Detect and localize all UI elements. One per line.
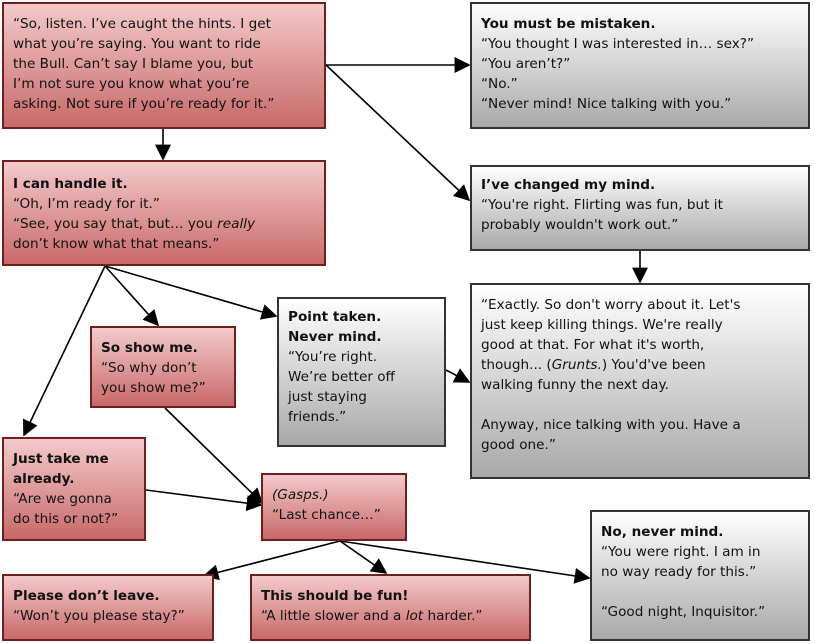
node-title: (Gasps.) xyxy=(272,487,329,503)
arrow-pointtaken-to-exactly xyxy=(445,368,471,383)
node-title: already. xyxy=(13,471,75,487)
node-title: So show me. xyxy=(101,340,198,356)
node-title: You must be mistaken. xyxy=(481,16,656,32)
text-line: do this or not?” xyxy=(13,511,119,527)
node-showme: So show me. “So why don’t you show me?” xyxy=(90,326,236,408)
node-dontleave: Please don’t leave. “Won’t you please st… xyxy=(2,574,214,641)
arrow-handle-to-showme xyxy=(104,265,160,327)
node-takeme: Just take me already. “Are we gonna do t… xyxy=(2,437,146,541)
text-line: good one.” xyxy=(481,437,556,453)
text-line: “Oh, I’m ready for it.” xyxy=(13,196,160,212)
text-emphasis: lot xyxy=(405,608,424,624)
text-part: though... ( xyxy=(481,357,552,373)
text-part: ) You'd've been xyxy=(601,357,706,373)
arrow-gasps-to-fun xyxy=(339,540,388,574)
text-line: “You thought I was interested in… sex?” xyxy=(481,36,755,52)
node-title: Point taken. xyxy=(288,309,382,325)
text-emphasis: really xyxy=(217,216,256,232)
text-line: don’t know what that means.” xyxy=(13,236,220,252)
node-gasps: (Gasps.) “Last chance…” xyxy=(261,473,407,541)
text-line: “Good night, Inquisitor.” xyxy=(601,604,766,620)
spacer xyxy=(481,395,799,415)
text-line: walking funny the next day. xyxy=(481,377,669,393)
node-title: I can handle it. xyxy=(13,176,128,192)
text-line: no way ready for this.” xyxy=(601,564,757,580)
text-line: “Exactly. So don't worry about it. Let's xyxy=(481,297,741,313)
text-line: just staying xyxy=(288,389,367,405)
spacer xyxy=(601,582,799,602)
text-line: “You were right. I am in xyxy=(601,544,761,560)
text-line: good at that. For what it's worth, xyxy=(481,337,705,353)
arrow-start-to-changed xyxy=(325,64,471,202)
text-line: “Never mind! Nice talking with you.” xyxy=(481,96,732,112)
text-part: “See, you say that, but… you xyxy=(13,216,218,232)
text-line: “So, listen. I’ve caught the hints. I ge… xyxy=(13,16,271,32)
text-line: friends.” xyxy=(288,409,347,425)
text-line: “Last chance…” xyxy=(272,507,381,523)
arrow-showme-to-gasps xyxy=(164,407,264,505)
text-line: probably wouldn't work out.” xyxy=(481,217,679,233)
node-title: Please don’t leave. xyxy=(13,588,160,604)
text-line: asking. Not sure if you’re ready for it.… xyxy=(13,96,275,112)
arrow-takeme-to-gasps xyxy=(145,489,263,512)
node-handle: I can handle it. “Oh, I’m ready for it.”… xyxy=(2,160,326,266)
text-part: harder.” xyxy=(423,608,483,624)
text-line: “A little slower and a lot harder.” xyxy=(261,606,520,626)
text-line: what you’re saying. You want to ride xyxy=(13,36,261,52)
text-line: We’re better off xyxy=(288,369,395,385)
text-line: “Won’t you please stay?” xyxy=(13,608,185,624)
node-changed: I’ve changed my mind. “You're right. Fli… xyxy=(470,165,810,251)
text-line: the Bull. Can’t say I blame you, but xyxy=(13,56,254,72)
text-line: “You’re right. xyxy=(288,349,378,365)
node-mistaken: You must be mistaken. “You thought I was… xyxy=(470,2,810,129)
text-line: “So why don’t xyxy=(101,360,197,376)
arrow-gasps-to-dontleave xyxy=(202,540,341,581)
text-line: “Are we gonna xyxy=(13,491,112,507)
node-title: This should be fun! xyxy=(261,588,409,604)
text-line: though... (Grunts.) You'd've been xyxy=(481,355,799,375)
node-exactly: “Exactly. So don't worry about it. Let's… xyxy=(470,283,810,479)
text-emphasis: Grunts. xyxy=(551,357,602,373)
text-line: you show me?” xyxy=(101,380,206,396)
node-fun: This should be fun! “A little slower and… xyxy=(250,574,531,641)
text-line: “You aren’t?” xyxy=(481,56,571,72)
text-line: I’m not sure you know what you’re xyxy=(13,76,250,92)
node-title: Never mind. xyxy=(288,329,382,345)
arrow-handle-to-pointtaken xyxy=(104,265,278,320)
text-line: “You're right. Flirting was fun, but it xyxy=(481,197,723,213)
arrow-gasps-to-nevermind xyxy=(339,540,591,584)
node-nevermind: No, never mind. “You were right. I am in… xyxy=(590,510,810,641)
text-line: “See, you say that, but… you really xyxy=(13,214,315,234)
node-pointtaken: Point taken. Never mind. “You’re right. … xyxy=(277,297,446,447)
node-title: Just take me xyxy=(13,451,109,467)
node-title: I’ve changed my mind. xyxy=(481,177,656,193)
node-title: No, never mind. xyxy=(601,524,724,540)
text-line: Anyway, nice talking with you. Have a xyxy=(481,417,741,433)
node-start: “So, listen. I’ve caught the hints. I ge… xyxy=(2,2,326,129)
text-line: just keep killing things. We're really xyxy=(481,317,723,333)
text-part: “A little slower and a xyxy=(261,608,406,624)
text-line: “No.” xyxy=(481,76,518,92)
arrow-handle-to-takeme xyxy=(23,265,106,437)
